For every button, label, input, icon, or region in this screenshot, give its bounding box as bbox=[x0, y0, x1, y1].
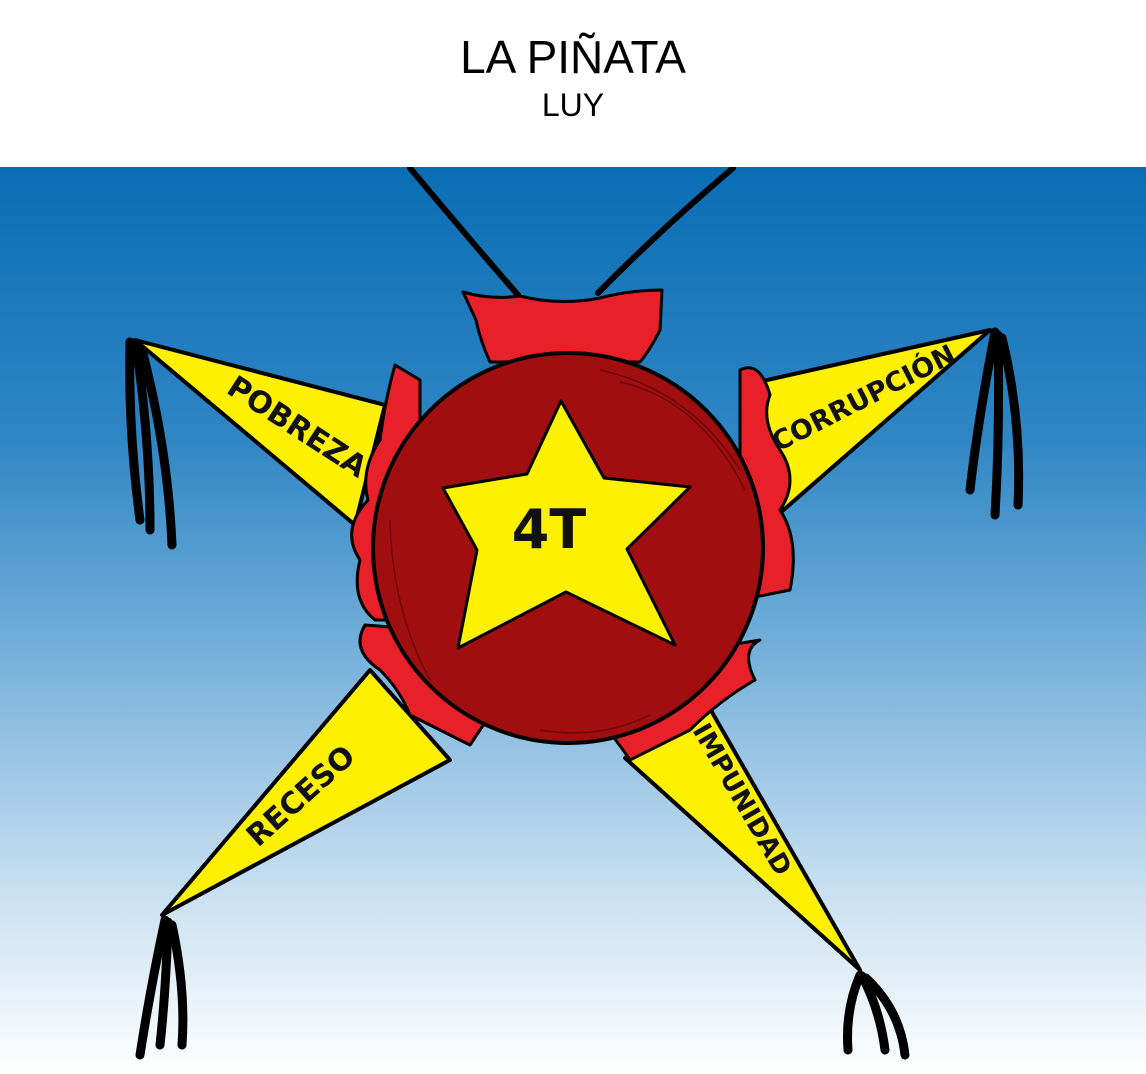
tassel-icon bbox=[125, 327, 1024, 1060]
cartoon-author: LUY bbox=[541, 87, 605, 123]
header: LA PIÑATA LUY bbox=[0, 0, 1146, 167]
pinata-illustration: POBREZA CORRUPCIÓN RECESO IMPUNIDAD bbox=[0, 167, 1146, 1074]
cartoon-title: LA PIÑATA bbox=[460, 31, 686, 83]
center-label: 4T bbox=[512, 498, 587, 561]
hanging-rope bbox=[407, 167, 736, 298]
star-icon bbox=[441, 399, 692, 650]
